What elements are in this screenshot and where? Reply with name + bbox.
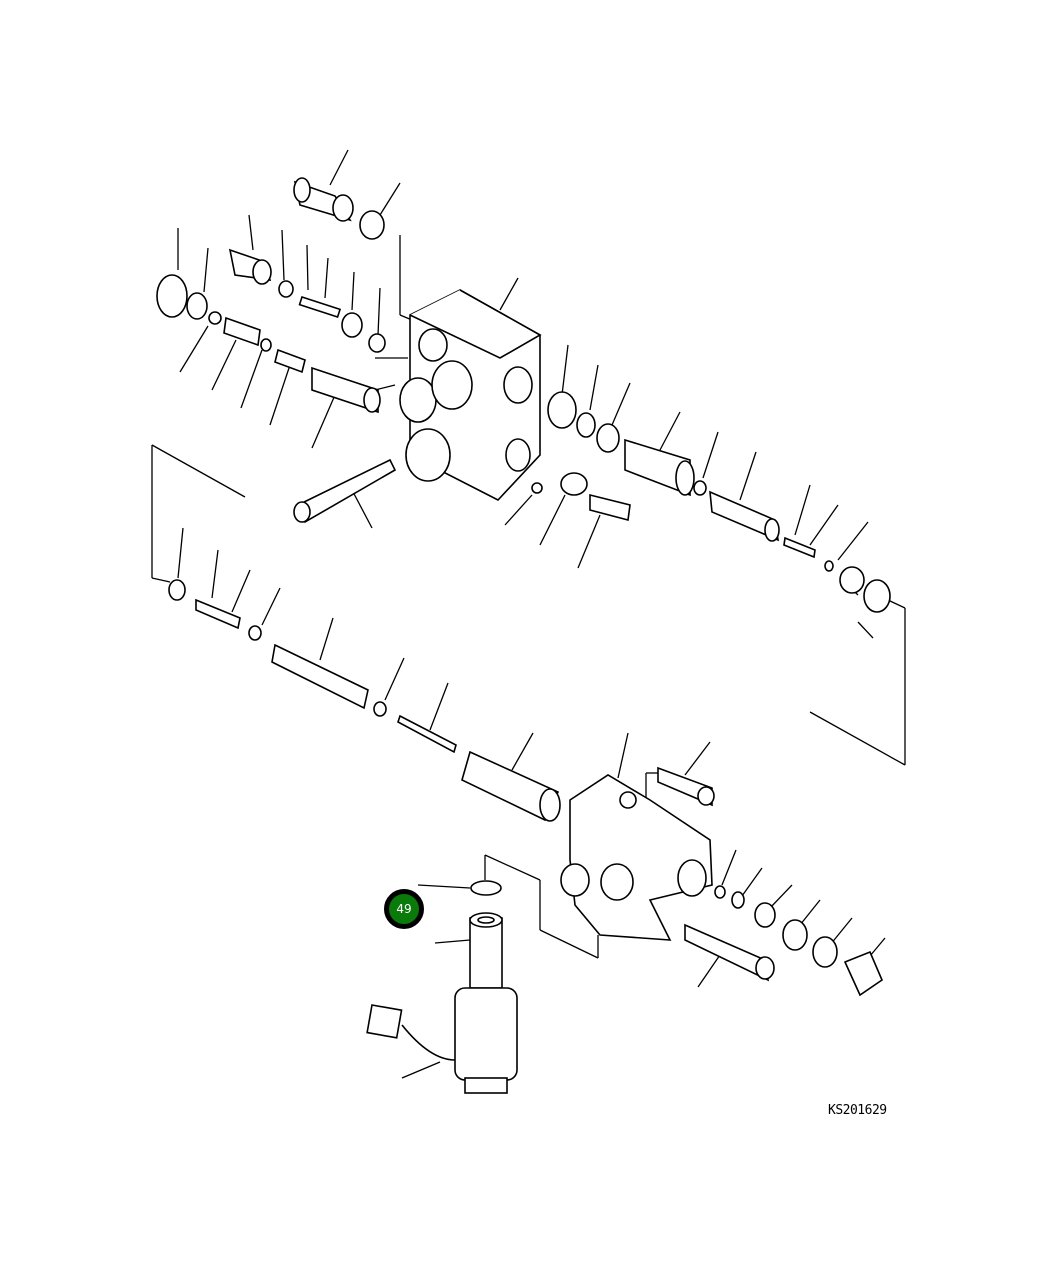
leader-lines [151, 149, 906, 1079]
valve-parts-middle [168, 579, 883, 997]
callout-badge-49[interactable]: 49 [384, 889, 424, 929]
valve-parts-upper [156, 177, 891, 613]
solenoid-valve [366, 880, 518, 1094]
drawing-number: KS201629 [828, 1103, 887, 1118]
